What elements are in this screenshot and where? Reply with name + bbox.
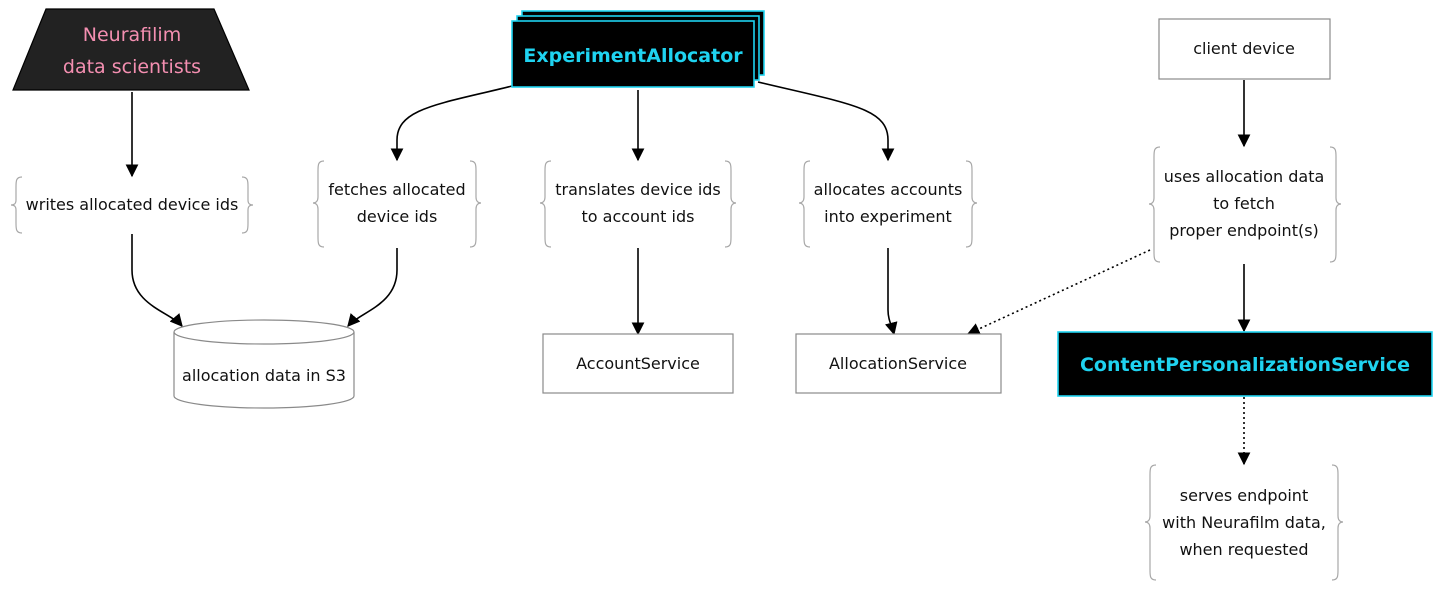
content-personalization-service-node: ContentPersonalizationService [1057,331,1433,397]
experiment-allocator-node: ExperimentAllocator [511,10,765,88]
brace-right [241,176,254,234]
translates-label-line-1: translates device ids [555,180,721,199]
cylinder-body [173,332,355,409]
edge-uses-to-allocation-service [966,249,1151,335]
brace-right [965,160,978,248]
experiment-allocator-label: ExperimentAllocator [523,45,743,67]
brace-left [798,160,811,248]
brace-left [539,160,552,248]
edge-label-allocates: allocates accounts into experiment [798,160,978,248]
account-service-node: AccountService [542,333,734,394]
edge-allocates-to-allocation-service [884,248,898,336]
brace-right [1329,146,1342,263]
brace-right [469,160,482,248]
brace-right [724,160,737,248]
client-device-box [1158,18,1331,80]
edge-label-serves: serves endpoint with Neurafilm data, whe… [1144,464,1344,581]
edge-allocator-to-fetches [390,85,513,162]
content-personalization-service-box [1057,331,1433,397]
brace-left [312,160,325,248]
allocates-label-line-1: allocates accounts [814,180,963,199]
serves-label-line-3: when requested [1179,540,1308,559]
allocation-service-label: AllocationService [829,354,967,373]
translates-label-line-2: to account ids [582,207,695,226]
content-personalization-service-label: ContentPersonalizationService [1080,354,1410,376]
serves-label-line-2: with Neurafilm data, [1162,513,1326,532]
brace-right [1331,464,1344,581]
brace-left [1144,464,1157,581]
client-device-label: client device [1193,39,1295,58]
allocation-data-s3-label: allocation data in S3 [182,366,346,385]
serves-label-line-1: serves endpoint [1180,486,1308,505]
data-scientists-line-1: Neurafilim [83,24,181,46]
edge-label-uses: uses allocation data to fetch proper end… [1148,146,1342,263]
allocator-stack-front [511,20,755,88]
allocation-service-node: AllocationService [795,333,1002,394]
brace-left [1148,146,1161,263]
account-service-label: AccountService [576,354,700,373]
uses-label-line-1: uses allocation data [1164,167,1325,186]
allocation-service-box [795,333,1002,394]
client-device-node: client device [1158,18,1331,80]
edge-writes-to-s3 [131,234,183,327]
allocates-label-line-2: into experiment [824,207,952,226]
uses-label-line-3: proper endpoint(s) [1169,221,1319,240]
fetches-label-line-1: fetches allocated [328,180,465,199]
edges [125,80,1251,466]
allocation-data-s3-node: allocation data in S3 [173,319,355,409]
edge-allocator-to-allocates [757,81,895,162]
edge-label-translates: translates device ids to account ids [539,160,737,248]
cylinder-top [173,319,355,345]
data-scientists-node: Neurafilim data scientists [12,8,250,91]
account-service-box [542,333,734,394]
writes-label-line-1: writes allocated device ids [26,195,239,214]
data-scientists-line-2: data scientists [63,56,201,78]
uses-label-line-2: to fetch [1213,194,1275,213]
edge-label-fetches: fetches allocated device ids [312,160,482,248]
edge-fetches-to-s3 [347,248,398,327]
trapezoid-shape [12,8,250,91]
brace-left [10,176,23,234]
fetches-label-line-2: device ids [357,207,438,226]
edge-label-writes: writes allocated device ids [10,176,254,234]
